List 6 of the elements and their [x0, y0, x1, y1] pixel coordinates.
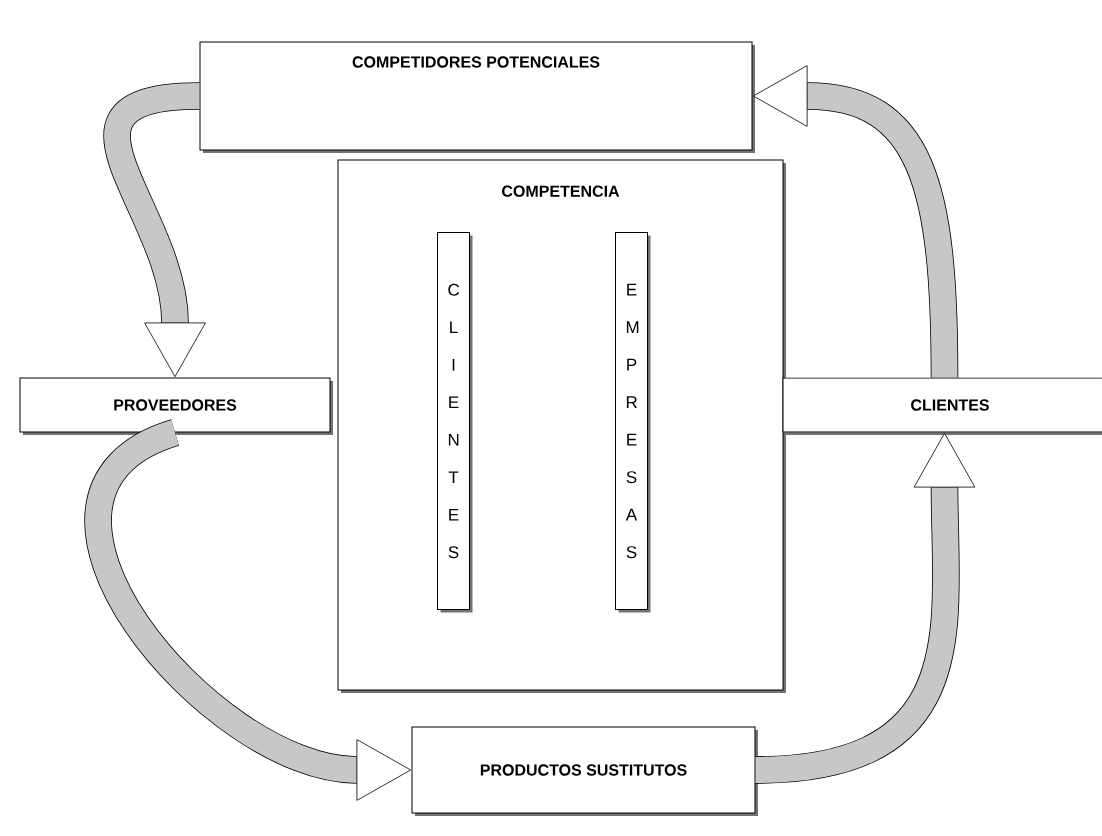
vertical-label-box: E M P R E S A S: [615, 232, 651, 613]
ribbon-arrow: [752, 65, 959, 378]
ribbon-arrow: [103, 82, 206, 378]
ribbon-arrow: [84, 420, 412, 801]
vertical-label-box: C L I E N T E S: [437, 232, 473, 613]
ribbon-arrow: [754, 432, 976, 784]
